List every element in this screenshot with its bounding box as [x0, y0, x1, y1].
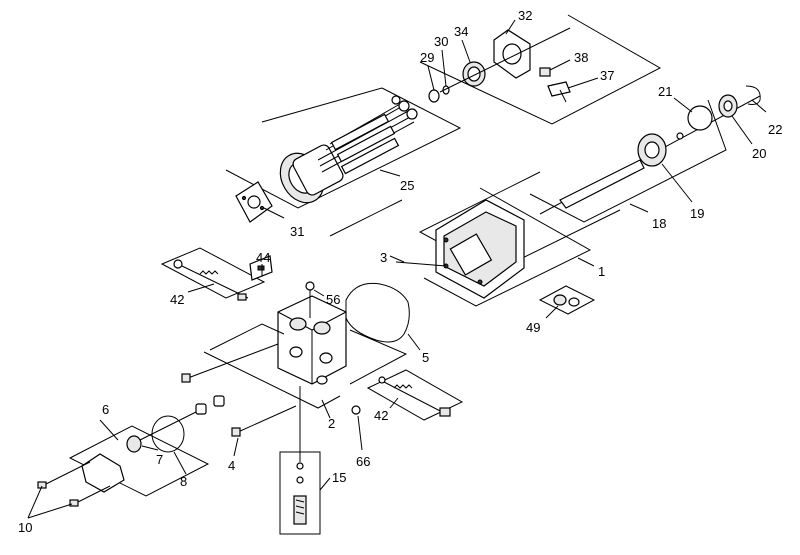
- part-7-piston: [126, 395, 225, 453]
- callout-20: 20: [752, 146, 766, 161]
- callout-44: 44: [256, 250, 270, 265]
- part-15-sensor: [279, 386, 321, 535]
- callout-66: 66: [356, 454, 370, 469]
- part-6-cover-plate: [68, 425, 210, 497]
- part-10-bolts: [37, 461, 111, 507]
- part-38-plug: [539, 67, 551, 77]
- part-49-seal: [538, 285, 596, 315]
- callout-42-upper: 42: [170, 292, 184, 307]
- part-5-gasket: [345, 282, 410, 343]
- callout-15: 15: [332, 470, 346, 485]
- part-56-screw: [305, 281, 315, 318]
- part-44-plate: [249, 255, 273, 281]
- callout-7: 7: [156, 452, 163, 467]
- callout-10: 10: [18, 520, 32, 535]
- part-1-housing: [395, 199, 525, 299]
- callout-labels: 32 34 30 29 38 37 21 22 20 19 18 25 31 3…: [18, 8, 782, 535]
- callout-19: 19: [690, 206, 704, 221]
- callout-42-lower: 42: [374, 408, 388, 423]
- callout-32: 32: [518, 8, 532, 23]
- part-31-valve-plate: [235, 181, 273, 223]
- callout-18: 18: [652, 216, 666, 231]
- callout-1: 1: [598, 264, 605, 279]
- callout-49: 49: [526, 320, 540, 335]
- part-2-endcap: [277, 295, 347, 385]
- leader-lines: [27, 19, 767, 519]
- group-outline-endcap: [203, 323, 408, 409]
- callout-6: 6: [102, 402, 109, 417]
- callout-38: 38: [574, 50, 588, 65]
- callout-3: 3: [380, 250, 387, 265]
- part-shaft-and-bearings: [539, 85, 761, 215]
- callout-31: 31: [290, 224, 304, 239]
- callout-8: 8: [180, 474, 187, 489]
- part-66-plug: [351, 405, 361, 415]
- callout-22: 22: [768, 122, 782, 137]
- part-4-bolts: [181, 343, 297, 437]
- part-25-rotating-group: [279, 95, 418, 204]
- part-29-30-rings: [428, 85, 450, 103]
- part-42-lower-valve: [366, 369, 464, 421]
- callout-56: 56: [326, 292, 340, 307]
- callout-37: 37: [600, 68, 614, 83]
- callout-2: 2: [328, 416, 335, 431]
- callout-30: 30: [434, 34, 448, 49]
- callout-25: 25: [400, 178, 414, 193]
- group-outline-body: [329, 187, 592, 307]
- callout-21: 21: [658, 84, 672, 99]
- callout-34: 34: [454, 24, 468, 39]
- part-8-o-ring: [151, 415, 185, 453]
- part-37-fitting: [547, 81, 571, 103]
- callout-4: 4: [228, 458, 235, 473]
- callout-5: 5: [422, 350, 429, 365]
- part-34-shaft-seal: [462, 61, 486, 87]
- callout-29: 29: [420, 50, 434, 65]
